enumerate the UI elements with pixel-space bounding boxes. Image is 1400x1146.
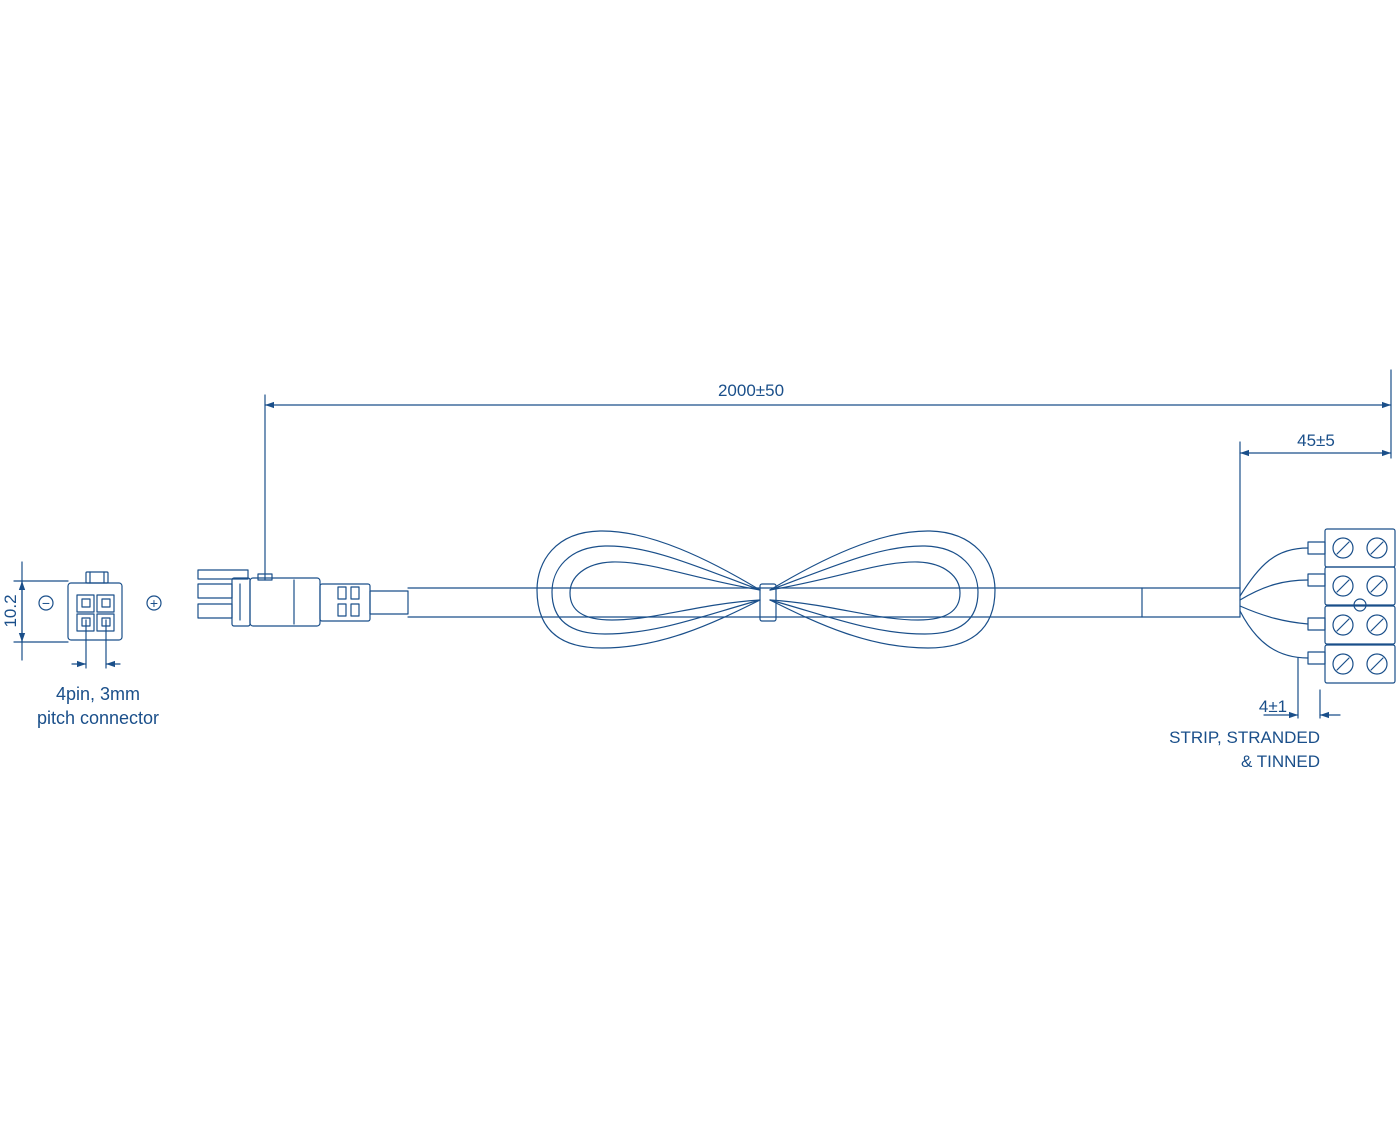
minus-sign: − <box>42 595 50 611</box>
strip-length-label: 45±5 <box>1297 431 1335 450</box>
connector-side-view <box>197 569 409 627</box>
terminal-strip-label: 4±1 <box>1259 697 1287 716</box>
plus-sign: + <box>150 595 158 611</box>
minus-symbol <box>38 595 54 611</box>
overall-length-label: 2000±50 <box>718 381 784 400</box>
dimension-terminal <box>1263 657 1341 719</box>
terminal-block <box>1307 528 1396 684</box>
cable-jacket <box>407 583 1241 622</box>
connector-front-view <box>13 561 123 669</box>
cable-coil <box>536 530 996 649</box>
plus-symbol <box>146 595 162 611</box>
connector-label-line2: pitch connector <box>37 708 159 728</box>
connector-label-line1: 4pin, 3mm <box>56 684 140 704</box>
strip-label-line2: & TINNED <box>1241 752 1320 771</box>
dimension-overall <box>264 369 1392 581</box>
stripped-wires <box>1239 547 1309 659</box>
strip-label-line1: STRIP, STRANDED <box>1169 728 1320 747</box>
connector-height-label: 10.2 <box>1 594 20 627</box>
dimension-strip <box>1239 441 1392 589</box>
